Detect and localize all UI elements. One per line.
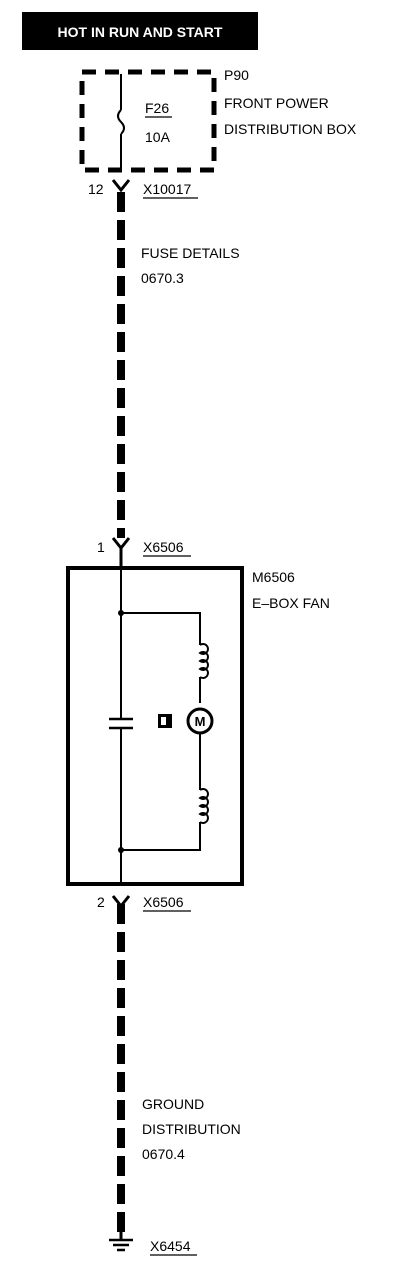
component-block-highlight (161, 717, 166, 725)
ground-distribution-line2: DISTRIBUTION (142, 1121, 241, 1137)
inductor-bottom-icon (198, 788, 209, 824)
fan-box-outline (66, 566, 244, 886)
connector-x10017-icon (111, 179, 131, 193)
connector-x10017: X10017 (143, 181, 191, 197)
connector-x6506-bottom: X6506 (143, 894, 184, 910)
fuse-box-name-line2: DISTRIBUTION BOX (224, 121, 357, 137)
fuse-box-outline (79, 69, 217, 173)
capacitor-gap (110, 720, 132, 728)
motor-symbol: M (195, 714, 206, 729)
connector-x6506-top: X6506 (143, 539, 184, 555)
ground-distribution-line1: GROUND (142, 1096, 204, 1112)
fan-ref: M6506 (252, 569, 295, 585)
fuse-box-ref: P90 (224, 67, 249, 83)
fan-branch-bottom (121, 822, 201, 851)
fan-branch-top (121, 612, 201, 645)
ground-distribution-line3: 0670.4 (142, 1146, 185, 1162)
fan-name: E–BOX FAN (252, 595, 330, 611)
header-banner (22, 12, 258, 50)
fuse-element-icon (117, 109, 125, 135)
fuse-rating: 10A (145, 129, 171, 145)
fuse-details-line1: FUSE DETAILS (141, 245, 240, 261)
fuse-details-line2: 0670.3 (141, 270, 184, 286)
fuse-id: F26 (145, 100, 169, 116)
header-title: HOT IN RUN AND START (58, 24, 223, 40)
fan-pin-top: 1 (97, 539, 105, 555)
fuse-box-name-line1: FRONT POWER (224, 95, 329, 111)
inductor-top-icon (198, 643, 209, 679)
fuse-pin: 12 (88, 181, 104, 197)
fan-pin-bottom: 2 (97, 894, 105, 910)
ground-connector: X6454 (150, 1238, 191, 1254)
ground-icon (109, 1238, 133, 1252)
